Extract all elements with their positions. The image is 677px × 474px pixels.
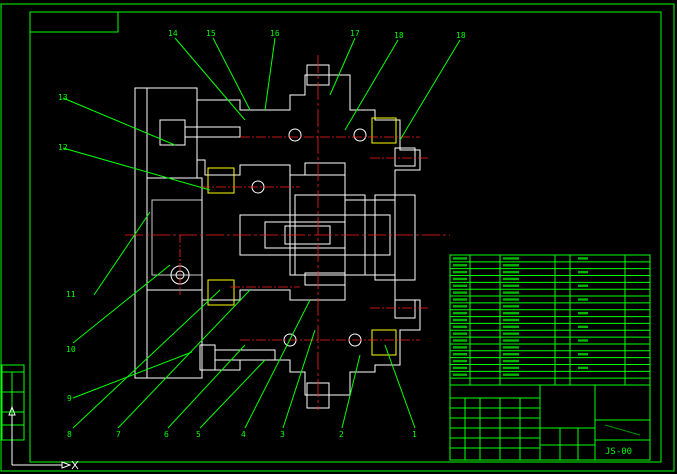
parts-list-name-mark	[503, 311, 519, 315]
part-label-1: 1	[412, 430, 417, 439]
part-label-3: 3	[280, 430, 285, 439]
parts-list-name-mark	[503, 270, 519, 274]
main-assembly	[125, 55, 450, 410]
part-label-11: 11	[66, 290, 76, 299]
parts-list-material-mark	[578, 339, 588, 342]
parts-list-material-mark	[578, 257, 588, 260]
part-label-12: 12	[58, 143, 68, 152]
parts-list-material-mark	[578, 298, 588, 301]
parts-list-code-mark	[453, 366, 467, 370]
parts-list-code-mark	[453, 332, 467, 335]
parts-list-name-mark	[503, 346, 519, 349]
part-label-17: 17	[350, 29, 360, 38]
parts-list-code-mark	[453, 318, 467, 322]
leader-lines	[62, 37, 461, 429]
parts-list-code-mark	[453, 257, 467, 260]
parts-list-table	[449, 254, 651, 386]
parts-list-name-mark	[503, 284, 519, 287]
ucs-axis-icon	[8, 405, 79, 470]
parts-list-name-mark	[503, 298, 519, 301]
parts-list-name-mark	[503, 277, 519, 281]
parts-list-code-mark	[453, 325, 467, 329]
parts-list-code-mark	[453, 270, 467, 274]
part-label-15: 15	[206, 29, 216, 38]
parts-list-name-mark	[503, 305, 519, 308]
part-label-8: 8	[67, 430, 72, 439]
parts-list-material-mark	[578, 311, 588, 315]
parts-list-code-mark	[453, 298, 467, 301]
parts-list-name-mark	[503, 318, 519, 322]
parts-list-name-mark	[503, 353, 519, 356]
parts-list-name-mark	[503, 373, 519, 376]
parts-list-code-mark	[453, 346, 467, 349]
parts-list-code-mark	[453, 359, 467, 363]
part-label-14: 14	[168, 29, 178, 38]
part-label-13: 13	[58, 93, 68, 102]
part-label-18-a: 18	[394, 31, 404, 40]
parts-list-name-mark	[503, 339, 519, 342]
corner-box	[29, 11, 119, 33]
parts-list-material-mark	[578, 325, 588, 329]
part-label-16: 16	[270, 29, 280, 38]
parts-list-code-mark	[453, 373, 467, 376]
parts-list-name-mark	[503, 359, 519, 363]
parts-list-name-mark	[503, 332, 519, 335]
parts-list-name-mark	[503, 264, 519, 267]
parts-list-material-mark	[578, 270, 588, 274]
parts-list-material-mark	[578, 366, 588, 370]
parts-list-name-mark	[503, 291, 519, 294]
drawing-number: JS-00	[605, 447, 632, 457]
part-number-labels: 14 15 16 17 18 18 13 12 11 10 9 8 7 6 5 …	[58, 29, 466, 439]
inner-frame	[29, 11, 662, 463]
part-label-9: 9	[67, 394, 72, 403]
part-label-18-b: 18	[456, 31, 466, 40]
parts-list-code-mark	[453, 284, 467, 287]
parts-list-material-mark	[578, 353, 588, 356]
parts-list-code-mark	[453, 311, 467, 315]
parts-list-code-mark	[453, 264, 467, 267]
part-label-7: 7	[116, 430, 121, 439]
parts-list-name-mark	[503, 366, 519, 370]
parts-list-code-mark	[453, 305, 467, 308]
part-label-6: 6	[164, 430, 169, 439]
part-label-5: 5	[196, 430, 201, 439]
part-label-10: 10	[66, 345, 76, 354]
parts-list-name-mark	[503, 325, 519, 329]
parts-list-material-mark	[578, 284, 588, 287]
part-label-2: 2	[339, 430, 344, 439]
outer-frame	[0, 3, 675, 472]
parts-list-code-mark	[453, 277, 467, 281]
parts-list-code-mark	[453, 339, 467, 342]
parts-list-name-mark	[503, 257, 519, 260]
part-label-4: 4	[241, 430, 246, 439]
parts-list-code-mark	[453, 353, 467, 356]
parts-list-code-mark	[453, 291, 467, 294]
title-block: JS-00	[449, 384, 651, 461]
left-side-strip	[1, 364, 25, 441]
